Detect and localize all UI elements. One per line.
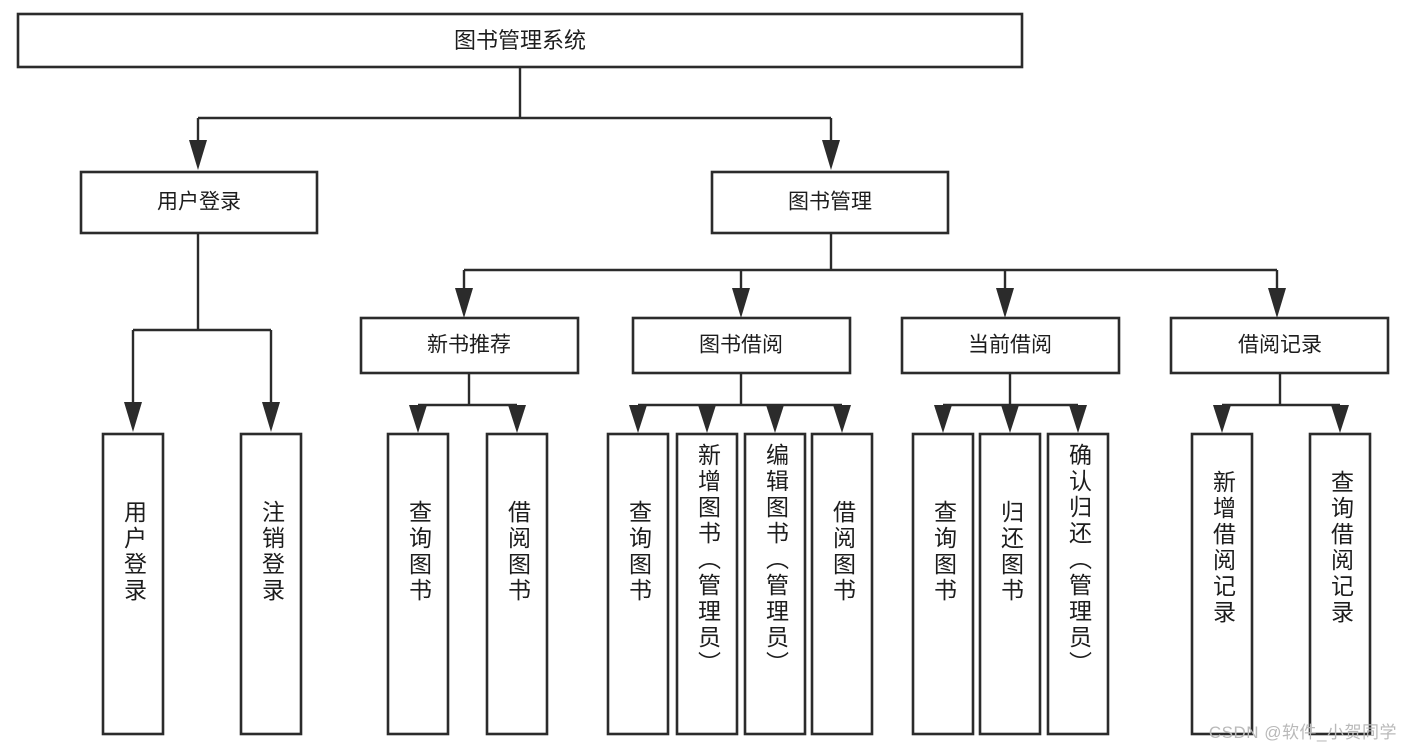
connector-current-borrow-to-leaves [934,373,1087,433]
connector-book-borrow-to-leaves [629,373,851,433]
arrowhead-bb-1 [629,405,647,433]
node-current-borrow-label: 当前借阅 [968,334,1052,357]
leaf-box-current-borrow-1[interactable] [911,432,975,736]
arrowhead-cb-3 [1069,405,1087,433]
leaf-box-current-borrow-2[interactable] [978,432,1042,736]
leaf-box-current-borrow-3[interactable] [1046,432,1110,736]
arrowhead-bb-2 [698,405,716,433]
leaf-box-borrow-records-2[interactable] [1308,432,1372,736]
arrowhead-user-login [189,140,207,170]
connector-borrow-records-to-leaves [1213,373,1349,433]
arrowhead-ul-2 [262,402,280,432]
connector-user-login-to-leaves [124,233,280,432]
connector-root-to-level2 [189,67,840,170]
leaf-box-book-borrow-4[interactable] [810,432,874,736]
node-book-borrow[interactable]: 图书借阅 [631,316,852,375]
node-new-book-recommend[interactable]: 新书推荐 [359,316,580,375]
node-user-login-box [79,170,319,235]
arrowhead-l3-4 [1268,288,1286,318]
node-user-login[interactable]: 用户登录 [79,170,319,235]
leaf-box-borrow-records-1[interactable] [1190,432,1254,736]
node-book-manage-box [710,170,950,235]
arrowhead-book-manage [822,140,840,170]
arrowhead-nb-1 [409,405,427,433]
node-root-label: 图书管理系统 [454,28,586,53]
node-book-manage-label: 图书管理 [788,191,872,214]
arrowhead-bb-3 [766,405,784,433]
watermark-text: CSDN @软件_小贺同学 [1208,723,1397,742]
arrowhead-l3-3 [996,288,1014,318]
arrowhead-ul-1 [124,402,142,432]
arrowhead-br-2 [1331,405,1349,433]
connector-new-book-to-leaves [409,373,526,433]
arrowhead-bb-4 [833,405,851,433]
node-user-login-label: 用户登录 [157,191,241,214]
leaf-box-user-login-2[interactable] [239,432,303,736]
node-borrow-records[interactable]: 借阅记录 [1169,316,1390,375]
arrowhead-cb-2 [1001,405,1019,433]
leaf-box-book-borrow-1[interactable] [606,432,670,736]
arrowhead-br-1 [1213,405,1231,433]
arrowhead-l3-1 [455,288,473,318]
leaf-box-user-login-1[interactable] [101,432,165,736]
arrowhead-l3-2 [732,288,750,318]
arrowhead-cb-1 [934,405,952,433]
node-book-manage[interactable]: 图书管理 [710,170,950,235]
node-book-borrow-box [631,316,852,375]
node-borrow-records-box [1169,316,1390,375]
arrowhead-nb-2 [508,405,526,433]
leaf-box-new-book-1[interactable] [386,432,450,736]
node-root-box [16,12,1024,69]
node-current-borrow-box [900,316,1121,375]
leaf-box-book-borrow-3[interactable] [743,432,807,736]
node-borrow-records-label: 借阅记录 [1238,334,1322,357]
node-current-borrow[interactable]: 当前借阅 [900,316,1121,375]
node-new-book-recommend-label: 新书推荐 [427,334,511,357]
node-new-book-recommend-box [359,316,580,375]
node-book-borrow-label: 图书借阅 [699,334,783,357]
node-root-system[interactable]: 图书管理系统 [16,12,1024,69]
leaf-box-new-book-2[interactable] [485,432,549,736]
leaf-box-book-borrow-2[interactable] [675,432,739,736]
connector-book-manage-to-level3 [455,233,1286,318]
